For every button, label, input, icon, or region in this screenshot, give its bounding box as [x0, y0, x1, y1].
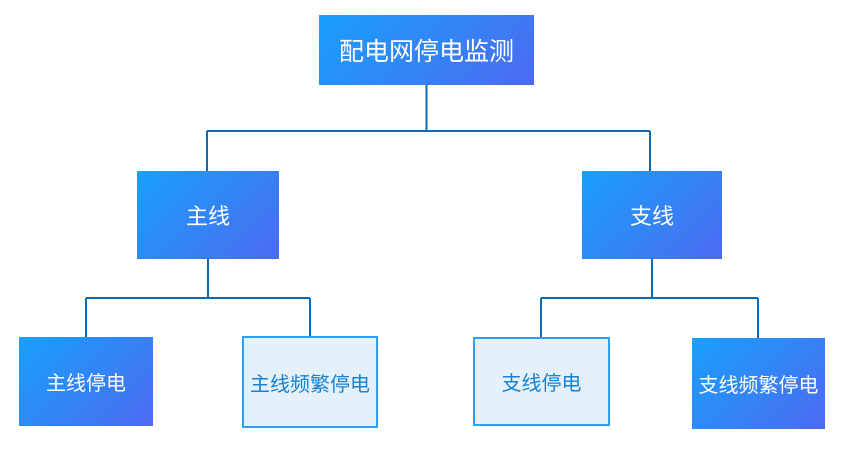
node-main-line-frequent-outage[interactable]: 主线频繁停电 — [242, 336, 378, 428]
node-branch-line[interactable]: 支线 — [582, 171, 722, 259]
node-branch-line-label: 支线 — [629, 204, 674, 229]
node-main-line-frequent-outage-label: 主线频繁停电 — [250, 373, 370, 396]
node-root-label: 配电网停电监测 — [338, 38, 514, 66]
node-main-line-outage-label: 主线停电 — [46, 373, 126, 395]
node-branch-line-outage-label: 支线停电 — [501, 373, 582, 395]
node-branch-line-outage[interactable]: 支线停电 — [473, 337, 610, 426]
node-main-line-outage[interactable]: 主线停电 — [19, 337, 153, 426]
node-main-line-label: 主线 — [185, 204, 230, 229]
node-main-line[interactable]: 主线 — [137, 171, 279, 259]
node-root-outage-monitoring[interactable]: 配电网停电监测 — [319, 15, 534, 85]
node-branch-line-frequent-outage-label: 支线频繁停电 — [698, 375, 819, 397]
node-branch-line-frequent-outage[interactable]: 支线频繁停电 — [692, 338, 825, 429]
